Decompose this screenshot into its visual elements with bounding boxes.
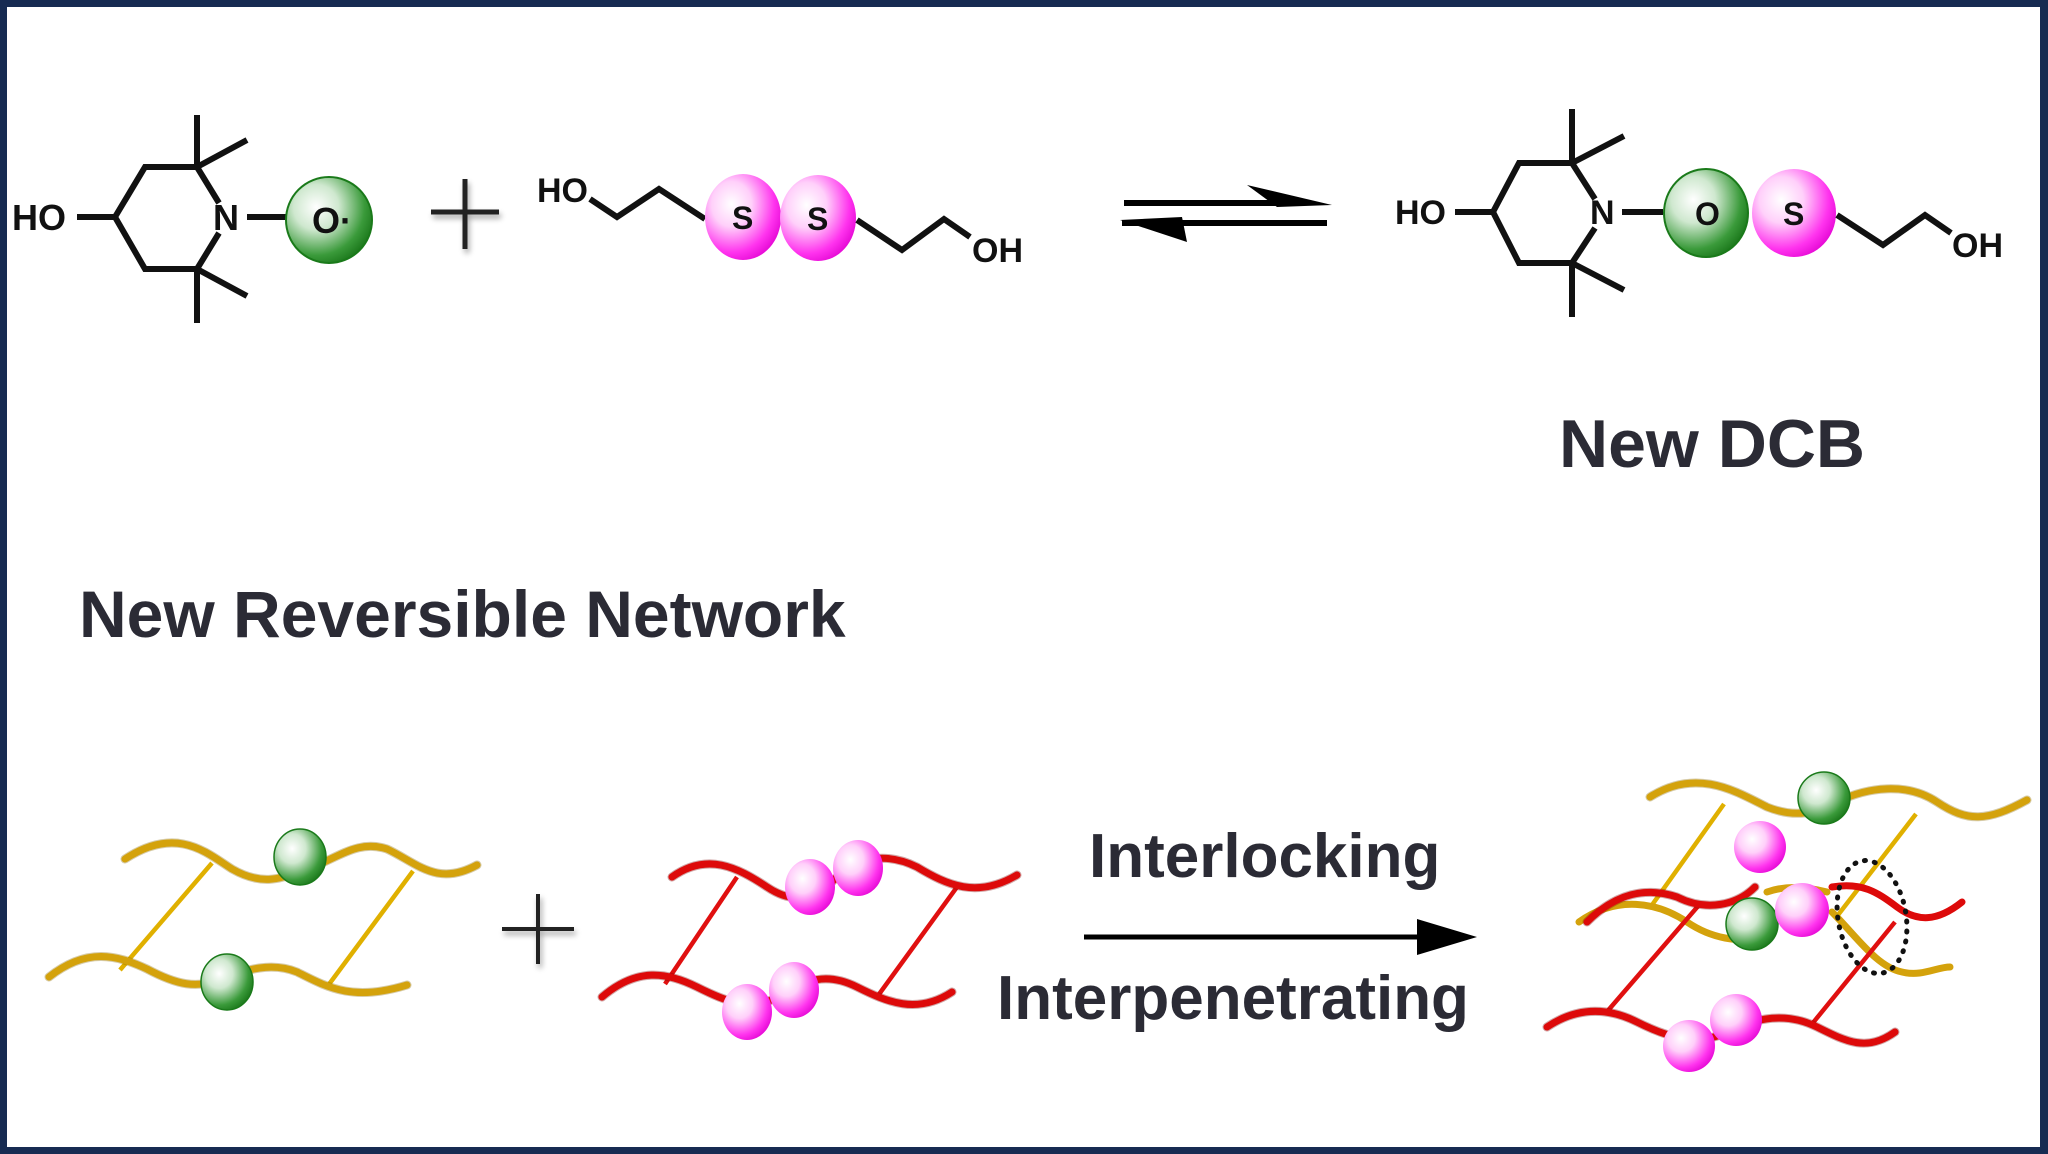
sulfur2-label: S xyxy=(807,201,828,237)
crosslink xyxy=(325,869,415,989)
nitrogen-label: N xyxy=(213,197,239,238)
sulfur-sphere xyxy=(769,962,819,1018)
sulfur-sphere xyxy=(1775,883,1829,937)
sulfur-sphere xyxy=(1663,1020,1715,1072)
methyl-bond xyxy=(1570,133,1626,166)
methyl-bond xyxy=(195,266,249,299)
sulfur1-label: S xyxy=(732,200,753,236)
crosslink xyxy=(1650,802,1726,907)
polymer-chain xyxy=(1583,883,1759,926)
oxygen-sphere xyxy=(1797,771,1851,825)
hydroxyl-label: HO xyxy=(1395,194,1446,232)
product-dcb: HO N O S OH xyxy=(1395,109,2003,317)
oxygen-sphere xyxy=(200,953,254,1011)
sulfur-sphere xyxy=(1710,994,1762,1046)
diagram-svg: HO N O· HO S S OH HO xyxy=(12,109,2032,1072)
sulfur-sphere xyxy=(833,840,883,896)
crosslink xyxy=(118,861,214,972)
gold-network xyxy=(44,828,482,1011)
section-heading: New Reversible Network xyxy=(79,577,846,651)
sulfur-sphere xyxy=(1752,169,1836,257)
crosslink xyxy=(1603,903,1701,1016)
arrow-label-bottom: Interpenetrating xyxy=(997,964,1469,1033)
oxygen-sphere xyxy=(273,828,327,886)
chain-bond xyxy=(855,215,972,254)
reactant-disulfide: HO S S OH xyxy=(537,172,1023,270)
product-caption: New DCB xyxy=(1559,406,1865,482)
chain-bond xyxy=(1835,211,1953,249)
arrow-label-top: Interlocking xyxy=(1089,822,1440,891)
plus-symbol-top xyxy=(431,179,499,249)
figure-canvas: HO N O· HO S S OH HO xyxy=(7,7,2040,1147)
right-hydroxyl-label: OH xyxy=(972,232,1023,270)
methyl-bond xyxy=(195,137,249,170)
plus-symbol-bottom xyxy=(502,894,574,964)
nitrogen-label: N xyxy=(1590,194,1615,232)
ring-bond xyxy=(1490,160,1598,214)
reactant-tempo: HO N O· xyxy=(12,115,373,323)
hydroxyl-label: HO xyxy=(12,197,66,238)
right-hydroxyl-label: OH xyxy=(1952,227,2003,265)
sulfur-sphere xyxy=(785,859,835,915)
methyl-bond xyxy=(1570,260,1626,293)
equilibrium-arrow-icon xyxy=(1120,185,1332,242)
oxygen-sphere xyxy=(1725,897,1779,951)
sulfur-sphere xyxy=(722,984,772,1040)
ring-bond xyxy=(112,215,222,272)
oxygen-sphere xyxy=(1663,168,1749,258)
interlock-highlight-circle xyxy=(1834,858,1910,976)
sulfur-sphere xyxy=(705,174,781,260)
polymer-chain xyxy=(1828,908,1954,977)
sulfur-sphere xyxy=(1734,821,1786,873)
interlocked-network xyxy=(1542,771,2032,1072)
ring-bond xyxy=(1490,210,1598,266)
crosslink xyxy=(663,875,739,986)
polymer-chain xyxy=(1828,882,1966,922)
crosslink xyxy=(1810,920,1897,1026)
sulfur-sphere xyxy=(780,175,856,261)
left-hydroxyl-label: HO xyxy=(537,172,588,210)
sulfur-label: S xyxy=(1783,196,1804,232)
oxygen-label: O xyxy=(1695,196,1720,232)
oxygen-radical-label: O· xyxy=(312,200,352,241)
reaction-arrow-icon xyxy=(1084,919,1477,955)
ring-bond xyxy=(112,164,222,219)
crosslink xyxy=(875,885,959,999)
chain-bond xyxy=(588,185,707,222)
red-network xyxy=(597,840,1022,1040)
oxygen-radical-sphere xyxy=(285,176,373,264)
